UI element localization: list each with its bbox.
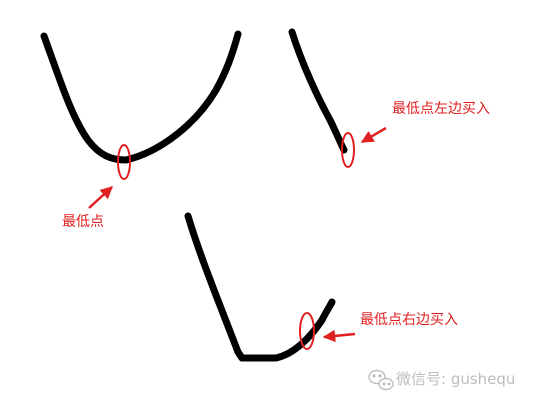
price-curve-1 bbox=[40, 30, 242, 164]
lowest-point-arrow bbox=[88, 186, 113, 209]
lowest-point-marker bbox=[117, 144, 131, 180]
lowest-point-label: 最低点 bbox=[62, 214, 104, 230]
left-of-lowest-arrow bbox=[360, 126, 387, 144]
watermark-text: 微信号: gushequ bbox=[396, 370, 516, 388]
buy-right-of-lowest-label: 最低点右边买入 bbox=[360, 312, 458, 328]
buy-left-of-lowest-label: 最低点左边买入 bbox=[392, 101, 490, 117]
right-of-lowest-marker bbox=[299, 312, 315, 350]
right-of-lowest-arrow bbox=[322, 329, 356, 343]
wechat-logo-icon bbox=[368, 369, 394, 391]
price-curve-3 bbox=[184, 212, 336, 362]
price-curve-2 bbox=[288, 28, 348, 154]
left-of-lowest-marker bbox=[341, 132, 355, 168]
